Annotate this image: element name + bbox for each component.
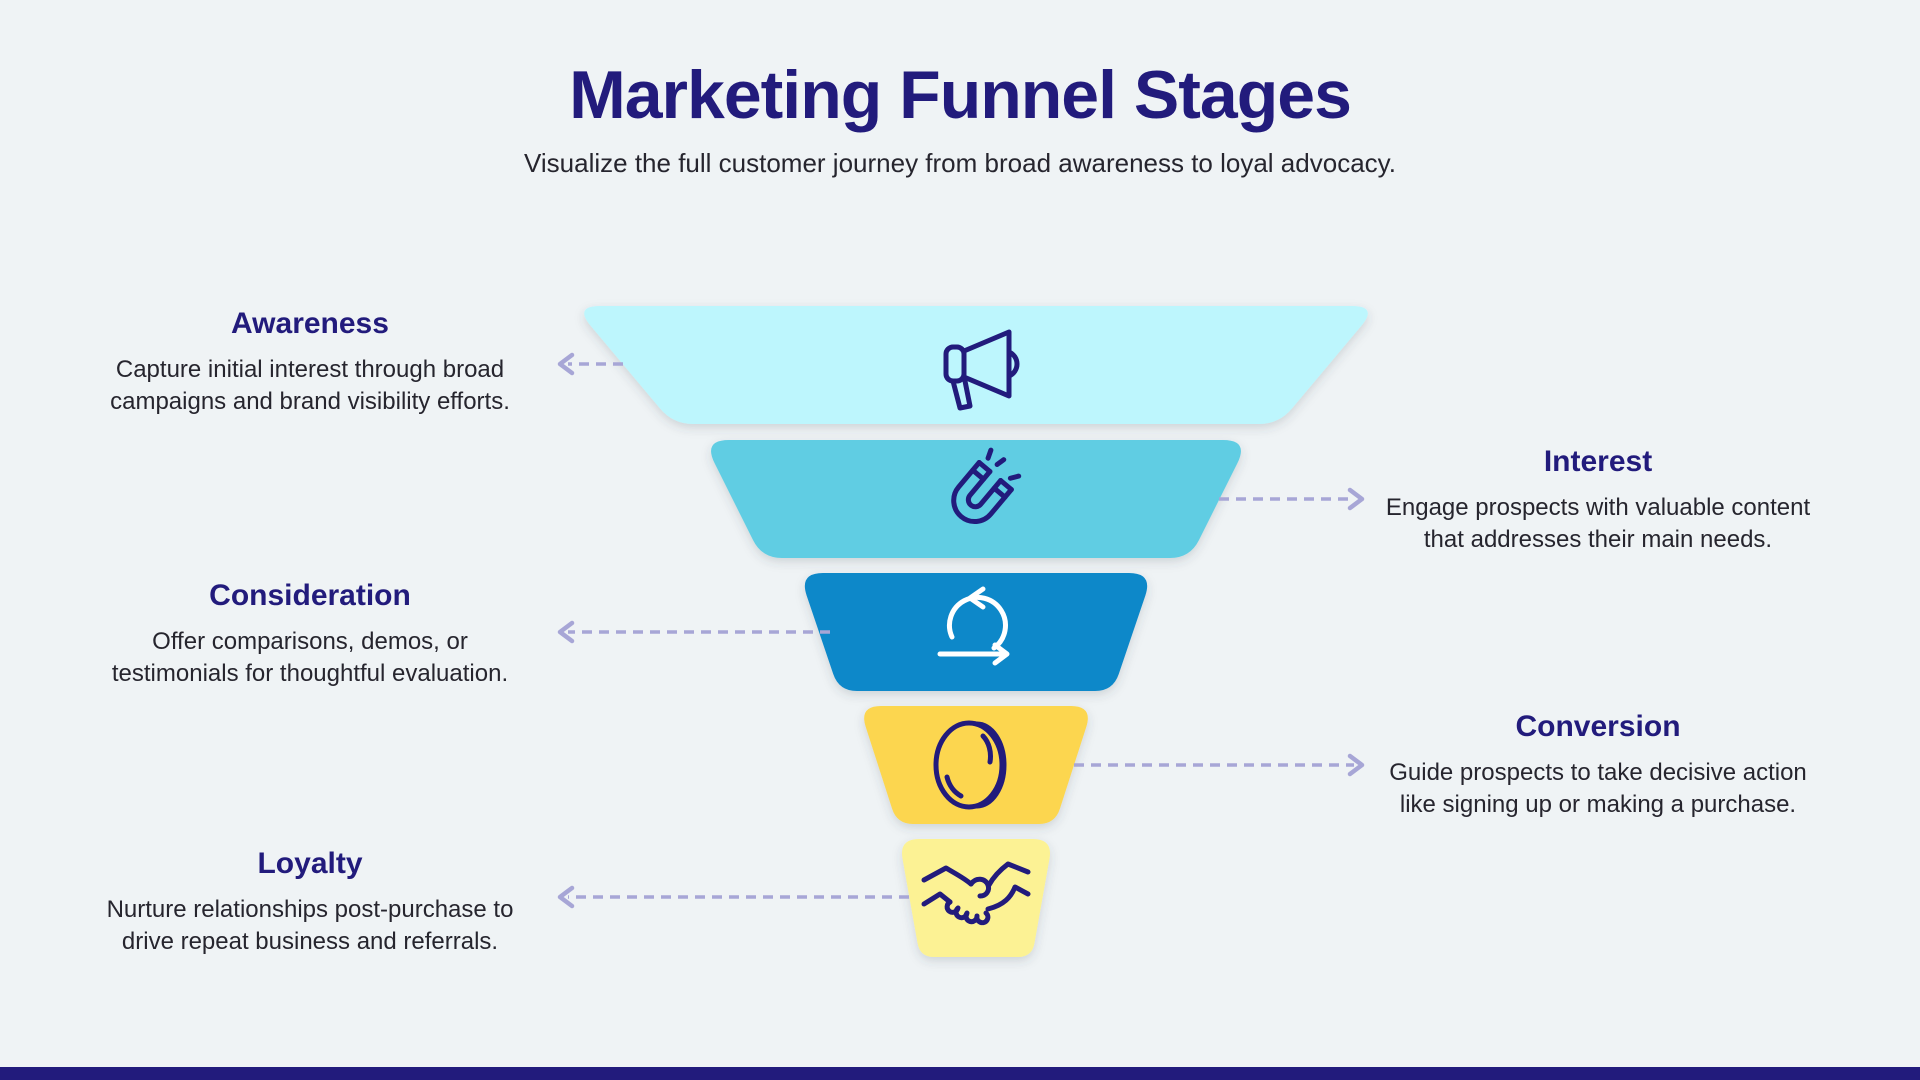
- stage-name-conversion: Conversion: [1515, 710, 1681, 743]
- stage-label-interest: Interest Engage prospects with valuable …: [1352, 444, 1844, 556]
- interest-arrow-icon: [1219, 487, 1365, 511]
- stage-description-loyalty: Nurture relationships post-purchase to d…: [106, 896, 514, 955]
- magnet-icon: [951, 447, 1022, 525]
- stage-description-conversion: Guide prospects to take decisive action …: [1389, 759, 1807, 818]
- megaphone-icon: [943, 329, 1020, 411]
- connector-arrows: [557, 352, 1365, 909]
- stage-description-consideration: Offer comparisons, demos, or testimonial…: [111, 628, 509, 687]
- funnel-stage-interest: [711, 440, 1241, 558]
- awareness-arrow-icon: [557, 352, 623, 376]
- loyalty-arrow-icon: [557, 885, 909, 909]
- stage-description-awareness: Capture initial interest through broad c…: [110, 356, 510, 415]
- funnel-stage-conversion: [864, 706, 1088, 824]
- coin-icon: [933, 720, 1007, 810]
- stage-name-awareness: Awareness: [231, 307, 389, 340]
- stage-name-interest: Interest: [1543, 445, 1653, 478]
- page-subtitle: Visualize the full customer journey from…: [524, 147, 1396, 178]
- conversion-arrow-icon: [1074, 753, 1365, 777]
- handshake-icon: [921, 861, 1031, 926]
- stage-label-consideration: Consideration Offer comparisons, demos, …: [60, 578, 560, 690]
- iteration-icon: [937, 586, 1010, 666]
- stage-label-conversion: Conversion Guide prospects to take decis…: [1352, 709, 1844, 821]
- stage-name-loyalty: Loyalty: [257, 847, 363, 880]
- funnel-stage-awareness: [584, 306, 1368, 424]
- footer-accent-bar: [0, 1067, 1920, 1080]
- page-header: Marketing Funnel Stages Visualize the fu…: [0, 58, 1920, 181]
- consideration-arrow-icon: [557, 620, 830, 644]
- stage-label-awareness: Awareness Capture initial interest throu…: [60, 306, 560, 418]
- stage-description-interest: Engage prospects with valuable content t…: [1385, 494, 1811, 553]
- funnel-stage-consideration: [804, 573, 1148, 691]
- stage-name-consideration: Consideration: [209, 579, 411, 612]
- funnel-stage-loyalty: [901, 839, 1051, 957]
- page-title: Marketing Funnel Stages: [569, 57, 1352, 133]
- stage-label-loyalty: Loyalty Nurture relationships post-purch…: [60, 846, 560, 958]
